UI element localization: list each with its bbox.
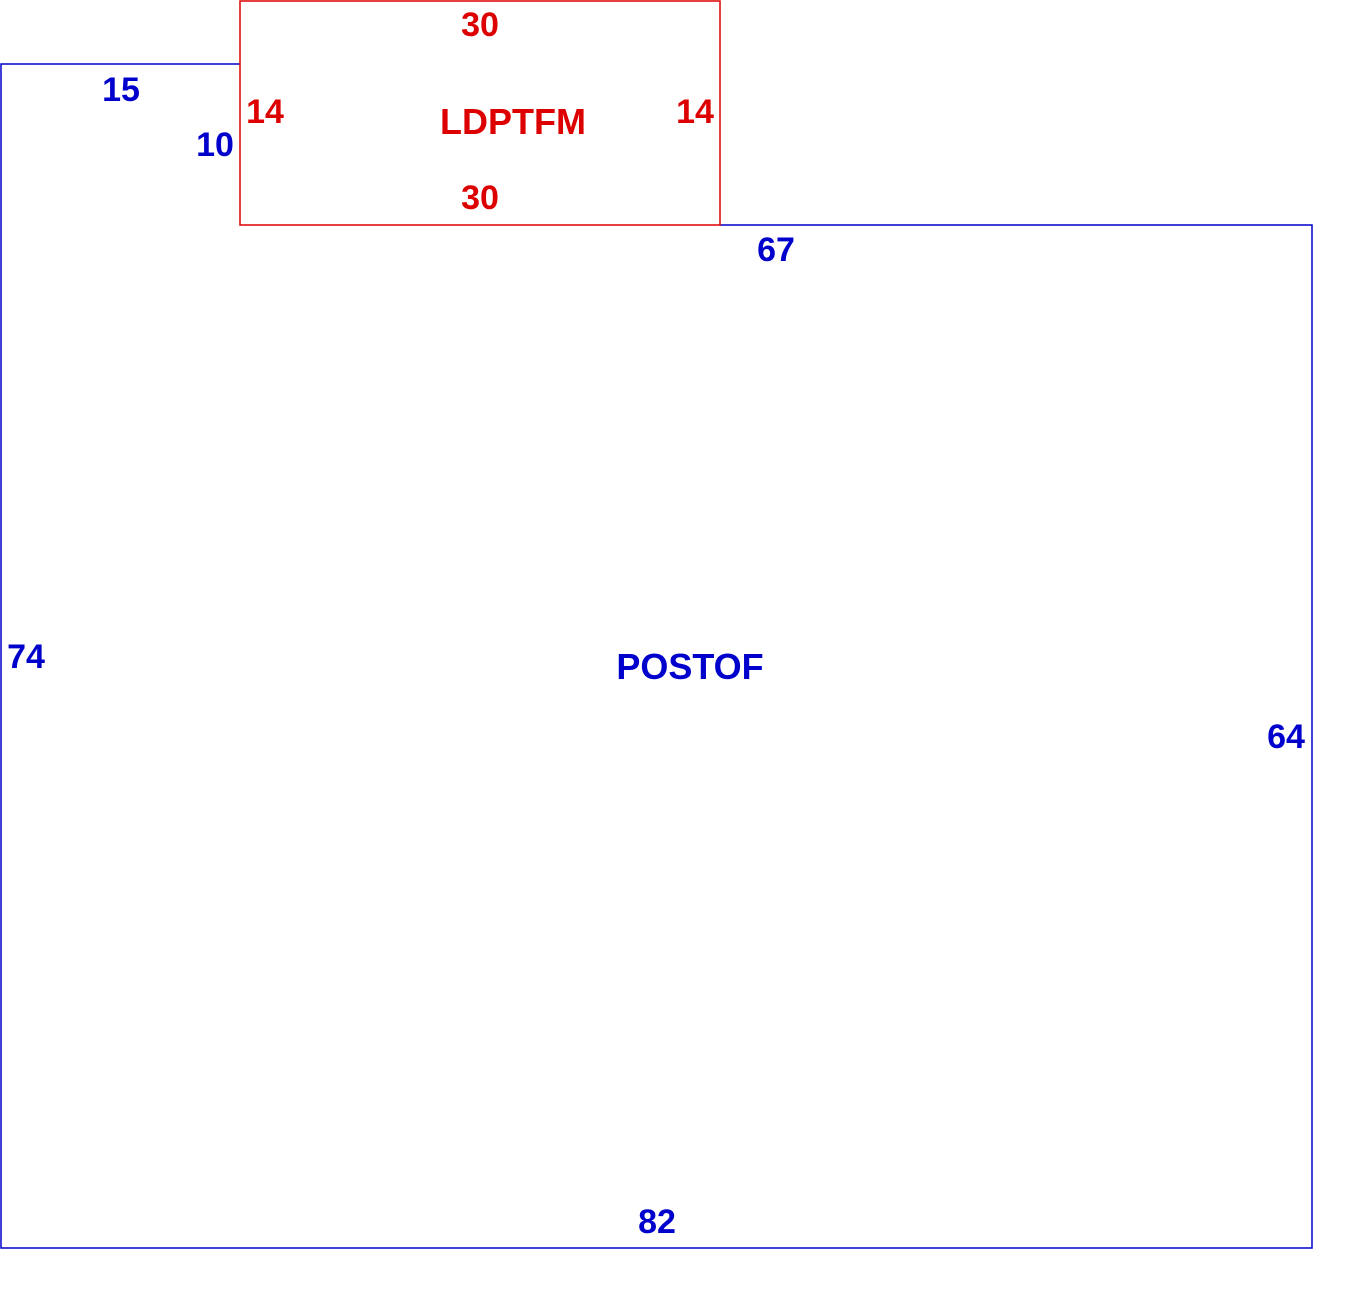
postof-dim-top-left: 15: [102, 71, 140, 109]
ldptfm-outline: [239, 0, 721, 226]
postof-dim-step: 10: [196, 126, 234, 164]
postof-outline: [0, 63, 1313, 1249]
postof-name-label: POSTOF: [616, 646, 763, 687]
ldptfm-dim-right: 14: [676, 93, 714, 131]
postof-dim-top-right: 67: [757, 231, 795, 269]
postof-dim-right: 64: [1267, 718, 1305, 756]
postof-dim-bottom: 82: [638, 1203, 676, 1241]
postof-dim-left: 74: [7, 638, 45, 676]
ldptfm-dim-bottom: 30: [461, 179, 499, 217]
ldptfm-dim-top: 30: [461, 6, 499, 44]
ldptfm-dim-left: 14: [246, 93, 284, 131]
ldptfm-name-label: LDPTFM: [440, 101, 586, 142]
